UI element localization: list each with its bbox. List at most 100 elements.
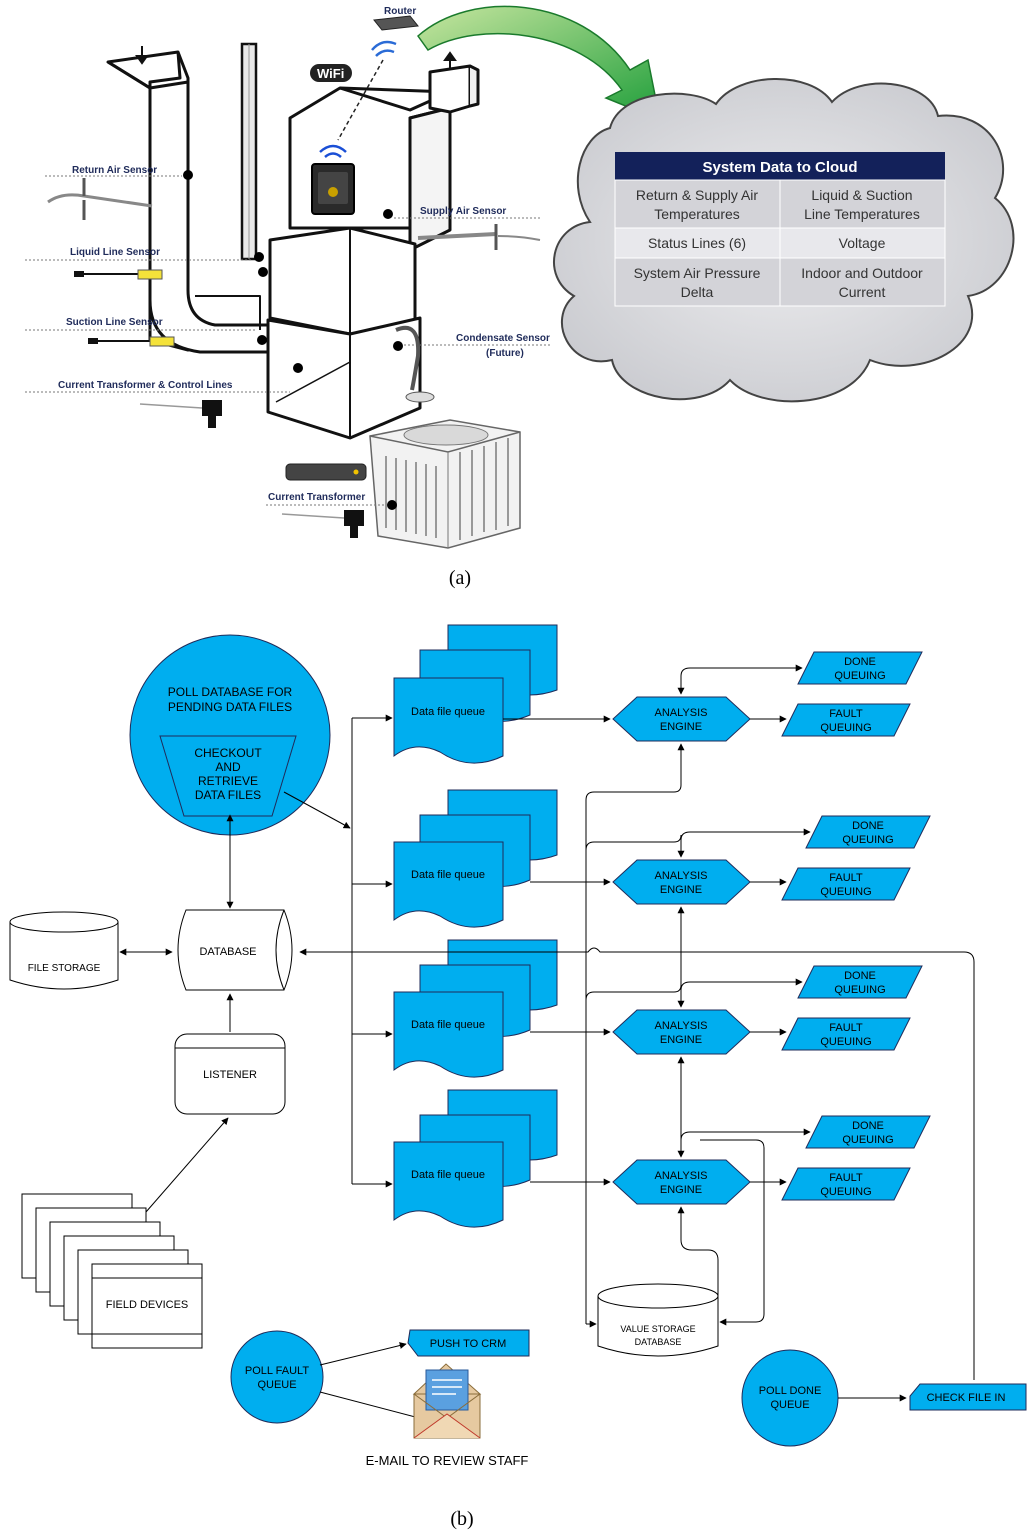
data-file-queue-label: Data file queue <box>411 869 485 881</box>
analysis-engine-2 <box>612 859 751 905</box>
done-queuing-label: DONE <box>852 820 884 832</box>
current-transformer-label: Current Transformer <box>268 492 365 503</box>
field-devices-label: FIELD DEVICES <box>106 1299 189 1311</box>
router-icon: Router <box>337 6 419 141</box>
data-file-queue-label: Data file queue <box>411 1169 485 1181</box>
poll-fault-label-2: QUEUE <box>257 1379 296 1391</box>
engine-output-arrows <box>677 664 811 1186</box>
analysis-engine-label: ANALYSIS <box>655 1170 708 1182</box>
queue-row-4: Data file queue <box>393 1089 558 1228</box>
fault-queuing-2 <box>781 867 911 901</box>
database-cylinder: DATABASE <box>177 909 293 991</box>
done-queuing-label: QUEUING <box>842 1134 893 1146</box>
checkout-label-1: CHECKOUT <box>194 746 262 760</box>
data-file-queue-1 <box>393 677 504 764</box>
database-label: DATABASE <box>199 946 256 958</box>
caption-b: (b) <box>450 1508 473 1530</box>
data-file-queue-3 <box>393 991 504 1078</box>
done-queuing-1 <box>797 651 923 685</box>
done-queuing-2 <box>805 815 931 849</box>
analysis-engine-label: ANALYSIS <box>655 870 708 882</box>
poll-done-label-2: QUEUE <box>770 1399 809 1411</box>
value-storage-label-1: VALUE STORAGE <box>620 1324 695 1334</box>
fault-queuing-label: QUEUING <box>820 1186 871 1198</box>
fault-queuing-4 <box>781 1167 911 1201</box>
value-storage-links <box>585 743 765 1328</box>
fault-queuing-1 <box>781 703 911 737</box>
wifi-badge: WiFi <box>310 64 352 82</box>
router-label: Router <box>384 6 416 17</box>
done-queuing-4 <box>805 1115 931 1149</box>
checkout-label-4: DATA FILES <box>195 788 261 802</box>
check-file-in-box <box>909 1383 1027 1411</box>
current-transformer-control-label: Current Transformer & Control Lines <box>58 380 233 391</box>
queue-row-2: Data file queue <box>393 789 558 928</box>
analysis-engine-1 <box>612 696 751 742</box>
fan-grille-icon <box>405 391 435 403</box>
fault-queuing-label: FAULT <box>829 872 863 884</box>
poll-database-label-1: POLL DATABASE FOR <box>168 685 293 699</box>
supply-air-sensor-label: Supply Air Sensor <box>420 206 506 217</box>
outdoor-condenser-unit <box>369 391 521 549</box>
poll-database-label-2: PENDING DATA FILES <box>168 700 292 714</box>
sensor-points <box>183 170 403 510</box>
field-devices-stack <box>21 1193 203 1349</box>
fault-queuing-label: QUEUING <box>820 722 871 734</box>
analysis-engine-label: ENGINE <box>660 721 702 733</box>
left-connectors <box>119 714 393 1213</box>
airflow-arrows <box>135 46 457 70</box>
done-queuing-label: QUEUING <box>834 670 885 682</box>
done-queuing-3 <box>797 965 923 999</box>
liquid-line-sensor-label: Liquid Line Sensor <box>70 247 160 258</box>
poll-done-queue-circle <box>741 1349 839 1447</box>
liquid-line-probe-icon <box>74 269 163 280</box>
fault-queuing-3 <box>781 1017 911 1051</box>
data-file-queue-label: Data file queue <box>411 1019 485 1031</box>
queue-row-1: Data file queue <box>393 624 558 764</box>
analysis-engine-4 <box>612 1159 751 1205</box>
push-to-crm-label: PUSH TO CRM <box>430 1338 507 1350</box>
value-storage-label-2: DATABASE <box>635 1337 682 1347</box>
done-queuing-label: QUEUING <box>834 984 885 996</box>
table-title: System Data to Cloud <box>702 159 857 176</box>
analysis-engine-label: ANALYSIS <box>655 1020 708 1032</box>
analysis-engine-label: ENGINE <box>660 884 702 896</box>
analysis-engine-label: ENGINE <box>660 1034 702 1046</box>
poll-fault-label-1: POLL FAULT <box>245 1365 309 1377</box>
table-cell: System Air Pressure <box>634 265 761 281</box>
email-review-label: E-MAIL TO REVIEW STAFF <box>366 1453 529 1468</box>
supply-duct <box>428 64 480 114</box>
system-data-table: System Data to Cloud Return & Supply Air… <box>614 152 946 307</box>
done-queuing-label: DONE <box>852 1120 884 1132</box>
done-queuing-label: DONE <box>844 970 876 982</box>
queue-row-3: Data file queue <box>393 939 558 1078</box>
queuing-outputs: DONE QUEUING FAULT QUEUING DONE QUEUING … <box>781 651 931 1201</box>
done-queuing-label: DONE <box>844 656 876 668</box>
listener-label: LISTENER <box>203 1069 257 1081</box>
push-to-crm-box <box>407 1329 530 1357</box>
fault-queuing-label: QUEUING <box>820 1036 871 1048</box>
check-file-in-label: CHECK FILE IN <box>927 1392 1006 1404</box>
wifi-label: WiFi <box>317 66 344 81</box>
poll-done-label-1: POLL DONE <box>759 1385 822 1397</box>
table-cell: Return & Supply Air <box>636 187 759 203</box>
wifi-signal-icon <box>319 144 347 153</box>
email-envelope-icon <box>412 1363 482 1439</box>
caption-a: (a) <box>449 567 471 589</box>
return-air-sensor-label: Return Air Sensor <box>72 165 157 176</box>
data-file-queue-label: Data file queue <box>411 706 485 718</box>
analysis-engine-3 <box>612 1009 751 1055</box>
value-storage-database: VALUE STORAGE DATABASE <box>597 1283 719 1357</box>
table-cell: Current <box>839 284 886 300</box>
suction-line-probe-icon <box>88 336 175 347</box>
queue-engine-arrows <box>503 715 611 1186</box>
table-cell: Line Temperatures <box>804 206 920 222</box>
checkout-label-3: RETRIEVE <box>198 774 258 788</box>
analysis-engine-label: ANALYSIS <box>655 707 708 719</box>
file-storage-label: FILE STORAGE <box>28 963 101 974</box>
outdoor-current-clamp-icon <box>281 510 364 538</box>
sensor-labels: Return Air Sensor Liquid Line Sensor Suc… <box>25 165 552 538</box>
gateway-device-icon <box>285 463 367 481</box>
fault-queuing-label: QUEUING <box>820 886 871 898</box>
